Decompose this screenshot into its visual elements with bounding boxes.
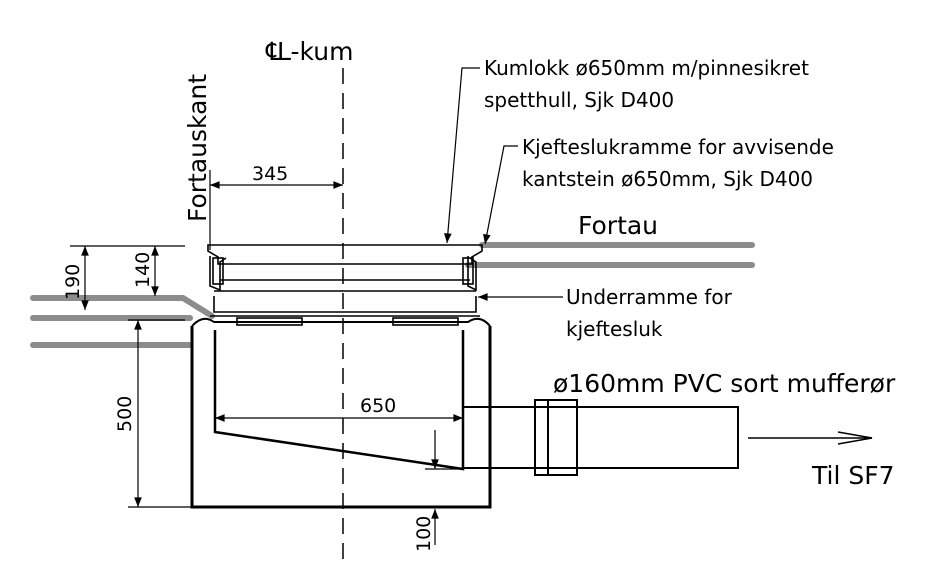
curb-edge-label: Fortauskant	[183, 74, 212, 222]
centerline-label: L-kum	[277, 37, 353, 66]
dimension-lines	[70, 170, 463, 545]
pipe-body	[462, 406, 739, 469]
road-top-layer	[30, 295, 215, 319]
frame-left-lug	[212, 257, 224, 285]
subframe-ring	[213, 296, 477, 313]
chamber-rim	[191, 317, 491, 327]
dim-500: 500	[114, 396, 136, 432]
leader-lines	[443, 67, 563, 301]
cover-label-line2: spetthull, Sjk D400	[484, 88, 674, 112]
dim-190: 190	[62, 264, 84, 300]
dim-650: 650	[360, 395, 396, 417]
dim-345: 345	[252, 163, 288, 185]
dim-100: 100	[413, 516, 435, 552]
chamber-outer-wall	[190, 326, 492, 509]
pipe-socket	[534, 399, 578, 476]
frame-left-profile	[209, 256, 227, 292]
outlet-label: Til SF7	[811, 461, 895, 490]
pipe-label: ø160mm PVC sort mufferør	[553, 369, 896, 398]
subframe-right-plate	[392, 317, 459, 326]
frame-leader	[483, 145, 518, 245]
frame-label-line1: Kjefteslukramme for avvisende	[522, 135, 834, 159]
frame-label-line2: kantstein ø650mm, Sjk D400	[522, 167, 813, 191]
flow-arrow	[748, 431, 873, 445]
cover-leader	[443, 67, 480, 244]
cover-label-line1: Kumlokk ø650mm m/pinnesikret	[484, 56, 809, 80]
frame-right-profile	[467, 256, 477, 292]
cover-frame-assembly	[207, 244, 483, 326]
manhole-cover	[207, 244, 483, 265]
centerline-symbol: ℄	[265, 37, 282, 66]
subframe-label-line2: kjeftesluk	[566, 317, 663, 341]
manhole-chamber	[190, 317, 492, 509]
frame-right-lug	[462, 257, 474, 285]
chamber-inner-wall	[213, 330, 465, 471]
sidewalk-label: Fortau	[578, 211, 658, 240]
subframe-label-line1: Underramme for	[566, 285, 733, 309]
outlet-pipe	[462, 399, 739, 476]
subframe-left-plate	[236, 317, 303, 326]
dim-140: 140	[132, 252, 154, 288]
